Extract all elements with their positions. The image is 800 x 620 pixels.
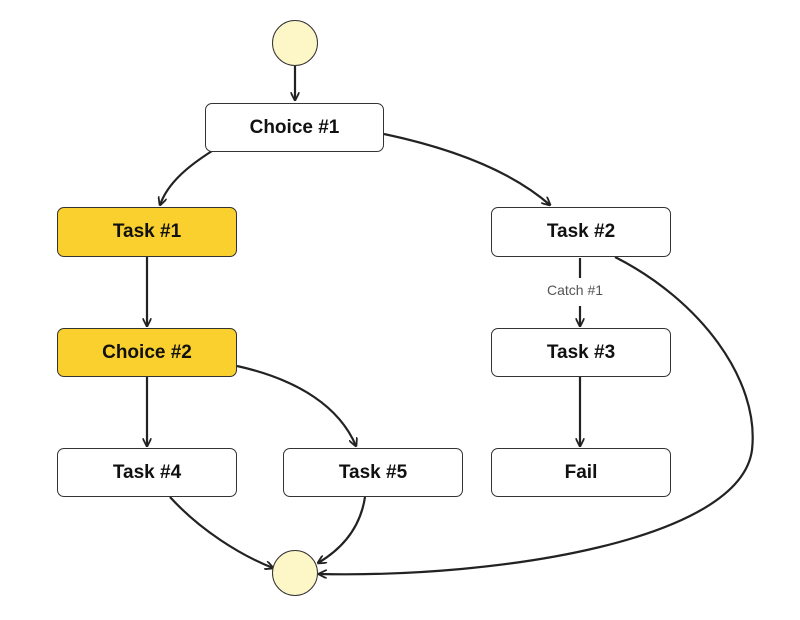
node-choice-2[interactable]: Choice #2 (57, 328, 237, 377)
node-task-1[interactable]: Task #1 (57, 207, 237, 257)
edge-choice1-to-task2 (383, 132, 550, 205)
edge-task2-to-end (319, 256, 754, 574)
node-task-5[interactable]: Task #5 (283, 448, 463, 497)
edge-task5-to-end (318, 496, 367, 563)
edge-task4-to-end (169, 496, 273, 568)
node-task-3[interactable]: Task #3 (491, 328, 671, 377)
edge-choice2-to-task5 (236, 364, 356, 446)
node-choice-1[interactable]: Choice #1 (205, 103, 384, 152)
node-task-2[interactable]: Task #2 (491, 207, 671, 257)
node-task-4[interactable]: Task #4 (57, 448, 237, 497)
edge-choice1-to-task1 (160, 150, 213, 205)
start-node[interactable] (272, 20, 318, 66)
node-fail[interactable]: Fail (491, 448, 671, 497)
end-node[interactable] (272, 550, 318, 596)
catch-label: Catch #1 (544, 282, 607, 298)
